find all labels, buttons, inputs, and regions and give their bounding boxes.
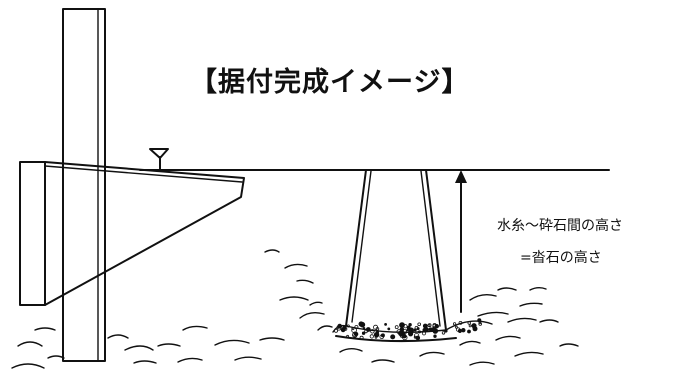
- height-arrow: [455, 170, 467, 313]
- vertical-post: [62, 8, 106, 362]
- height-annotation-line2: =沓石の高さ: [520, 250, 602, 266]
- crushed-stone-layer: [332, 318, 493, 343]
- ground-texture: [11, 249, 579, 369]
- foundation-hole: [345, 169, 447, 331]
- diagram-title: 【据付完成イメージ】: [190, 67, 470, 98]
- batter-board: [19, 161, 245, 306]
- nail-icon: [149, 148, 169, 171]
- height-annotation-line1: 水糸～砕石間の高さ: [497, 218, 623, 234]
